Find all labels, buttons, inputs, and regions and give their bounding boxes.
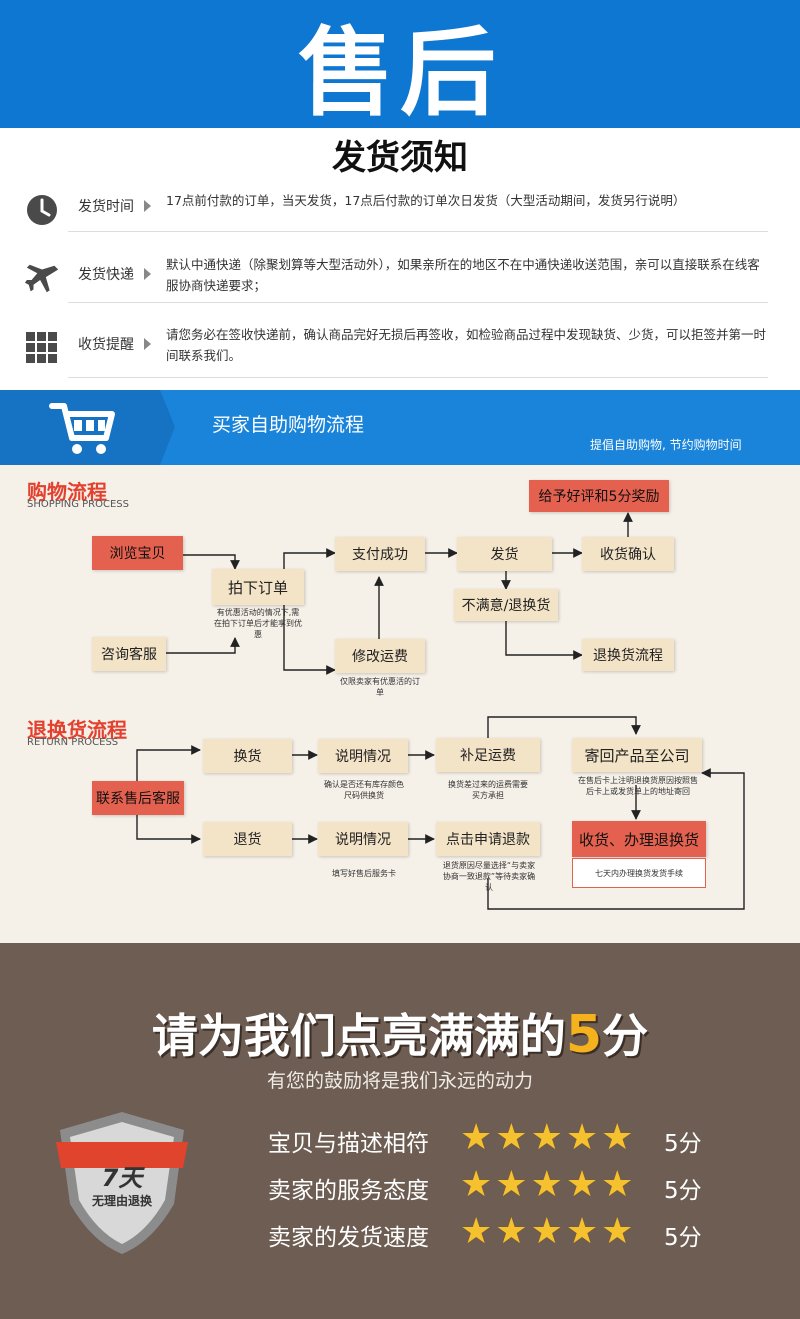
cart-icon (49, 403, 115, 454)
clock-icon (27, 195, 57, 225)
header-bar (0, 0, 800, 128)
notice-row-courier: 发货快递 默认中通快递（除聚划算等大型活动外），如果亲所在的地区不在中通快递收送… (20, 250, 780, 316)
notice-label: 收货提醒 (78, 337, 134, 353)
page-title: 售后 (298, 16, 502, 129)
step-order: 拍下订单 (212, 569, 304, 605)
notice-text: 默认中通快递（除聚划算等大型活动外），如果亲所在的地区不在中通快递收送范围，亲可… (166, 257, 760, 293)
badge-days: 7天 (101, 1164, 143, 1192)
step-receive: 收货确认 (582, 537, 674, 571)
divider (68, 231, 768, 232)
step-modify-freight: 修改运费 (335, 639, 425, 673)
rating-row-description: 宝贝与描述相符 ★★★★★ 5分 (268, 1118, 728, 1158)
step-explain-exchange: 说明情况 (318, 739, 408, 773)
star-icon: ★ (565, 1117, 599, 1158)
rating-row-service: 卖家的服务态度 ★★★★★ 5分 (268, 1165, 728, 1205)
explain-exchange-note: 确认是否还有库存颜色尺码供换货 (324, 780, 404, 800)
notice-row-receipt: 收货提醒 请您务必在签收快递前，确认商品完好无损后再签收，如检验商品过程中发现缺… (20, 320, 780, 386)
star-icon: ★ (530, 1211, 563, 1252)
rating-score: 5分 (664, 1225, 702, 1251)
triangle-arrow-icon (144, 268, 151, 280)
process-return-note: 七天内办理换货发货手续 (572, 858, 706, 888)
rating-title: 请为我们点亮满满的5分 (0, 1000, 800, 1066)
star-rating: ★★★★★ (460, 1118, 633, 1158)
badge-label: 无理由退换 (91, 1194, 152, 1208)
star-icon: ★ (601, 1211, 634, 1252)
airplane-icon (24, 264, 59, 293)
star-icon: ★ (495, 1211, 528, 1252)
rating-title-text: 请为我们点亮满满的 (151, 1009, 566, 1063)
triangle-arrow-icon (144, 200, 151, 212)
rating-label: 宝贝与描述相符 (268, 1131, 429, 1157)
step-return-flow: 退换货流程 (582, 639, 674, 671)
divider (68, 302, 768, 303)
rating-title-suffix: 分 (602, 1009, 649, 1063)
pay-freight-note: 换货差过来的运费需要买方承担 (448, 780, 528, 800)
star-icon: ★ (601, 1164, 634, 1205)
rating-score: 5分 (664, 1178, 702, 1204)
star-icon: ★ (565, 1164, 599, 1205)
seven-day-return-badge (56, 1112, 188, 1254)
star-icon: ★ (460, 1211, 493, 1252)
order-note: 有优惠活动的情况下,需在拍下订单后才能享到优惠 (214, 608, 302, 639)
step-refund: 退货 (203, 822, 292, 856)
star-icon: ★ (495, 1117, 528, 1158)
notice-title: 发货须知 (332, 138, 468, 178)
star-rating: ★★★★★ (460, 1212, 633, 1252)
notice-label: 发货快递 (78, 267, 134, 283)
modify-note: 仅限卖家有优惠活的订单 (340, 677, 420, 697)
shopping-process-title: 购物流程 (27, 480, 107, 504)
notice-text: 17点前付款的订单，当天发货，17点后付款的订单次日发货（大型活动期间，发货另行… (166, 193, 686, 208)
return-process-title: 退换货流程 (27, 718, 127, 742)
step-send-back: 寄回产品至公司 (572, 738, 702, 772)
divider (68, 377, 768, 378)
step-browse: 浏览宝贝 (92, 536, 183, 570)
step-process-return: 收货、办理退换货 (572, 821, 706, 857)
triangle-arrow-icon (144, 338, 151, 350)
step-pay: 支付成功 (335, 537, 425, 571)
send-back-note: 在售后卡上注明退换货原因按照售后卡上或发货单上的地址寄回 (578, 776, 698, 796)
rating-subtitle: 有您的鼓励将是我们永远的动力 (266, 1070, 533, 1092)
star-icon: ★ (460, 1117, 493, 1158)
notice-label: 发货时间 (78, 199, 134, 215)
rating-label: 卖家的发货速度 (268, 1225, 429, 1251)
star-icon: ★ (565, 1211, 599, 1252)
rating-row-shipping: 卖家的发货速度 ★★★★★ 5分 (268, 1212, 728, 1252)
star-icon: ★ (460, 1164, 493, 1205)
rating-score: 5分 (664, 1131, 702, 1157)
star-icon: ★ (601, 1117, 634, 1158)
rating-title-number: 5 (565, 1005, 603, 1065)
grid-icon (26, 332, 57, 363)
notice-row-ship-time: 发货时间 17点前付款的订单，当天发货，17点后付款的订单次日发货（大型活动期间… (20, 182, 780, 248)
step-consult: 咨询客服 (92, 637, 166, 671)
banner-title: 买家自助购物流程 (212, 414, 365, 436)
star-icon: ★ (495, 1164, 528, 1205)
return-process-subtitle: RETURN PROCESS (27, 737, 119, 748)
notice-text: 请您务必在签收快递前，确认商品完好无损后再签收，如检验商品过程中发现缺货、少货，… (166, 327, 767, 363)
banner-subtitle: 提倡自助购物, 节约购物时间 (590, 438, 742, 452)
star-icon: ★ (530, 1117, 563, 1158)
step-contact-service: 联系售后客服 (92, 781, 184, 815)
step-unhappy: 不满意/退换货 (454, 589, 558, 621)
step-review-reward: 给予好评和5分奖励 (529, 480, 669, 512)
shopping-process-subtitle: SHOPPING PROCESS (27, 499, 130, 510)
apply-refund-note: 退货原因尽量选择“与卖家协商一致退款”等待卖家确认 (442, 861, 536, 892)
step-ship: 发货 (457, 537, 552, 571)
explain-refund-note: 填写好售后服务卡 (332, 869, 396, 878)
star-rating: ★★★★★ (460, 1165, 633, 1205)
step-pay-freight: 补足运费 (436, 738, 540, 772)
flow-connectors (136, 512, 745, 910)
step-apply-refund: 点击申请退款 (436, 822, 540, 856)
star-icon: ★ (530, 1164, 563, 1205)
step-explain-refund: 说明情况 (318, 822, 408, 856)
step-exchange: 换货 (203, 739, 292, 773)
rating-label: 卖家的服务态度 (268, 1178, 429, 1204)
